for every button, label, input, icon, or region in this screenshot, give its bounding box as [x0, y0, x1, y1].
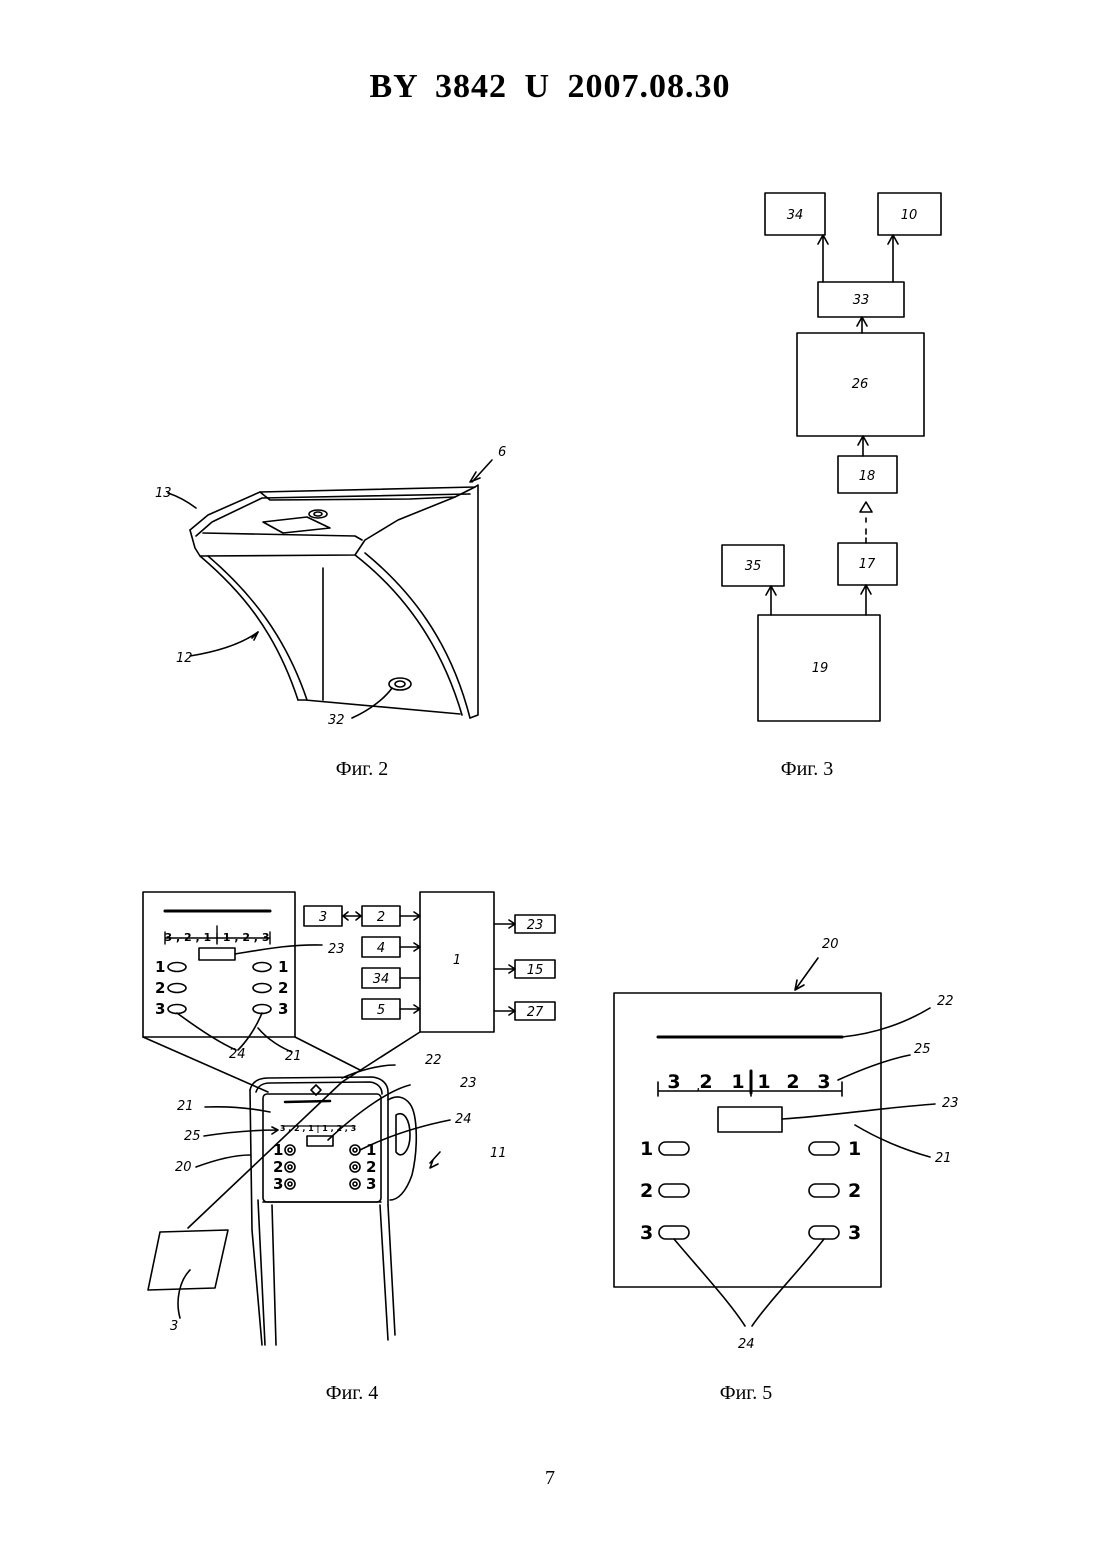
fig4-terminal-btn-2-left: 2: [273, 1158, 283, 1176]
fig4-terminal-btn-1-right: 1: [366, 1141, 376, 1159]
fig4-block-15: 15: [527, 963, 544, 978]
fig3-block-17: 17: [859, 557, 876, 572]
fig4-block-1: 1: [453, 953, 461, 968]
fig5-scale-3-right: 3: [817, 1071, 830, 1093]
fig4-label-23-panel: 23: [328, 942, 345, 957]
fig5-scale-2-left: 2: [699, 1071, 712, 1093]
fig5-label-24: 24: [738, 1337, 755, 1352]
fig4-terminal-btn-1-left: 1: [273, 1141, 283, 1159]
fig3-block-34: 34: [787, 208, 804, 223]
fig3-block-18: 18: [859, 469, 876, 484]
fig4-button-number-1-right: 1: [278, 958, 288, 976]
fig4-block-5: 5: [377, 1003, 385, 1018]
fig5-scale-1-right: 1: [757, 1071, 770, 1093]
fig4-terminal-btn-2-right: 2: [366, 1158, 376, 1176]
fig3-block-10: 10: [901, 208, 918, 223]
fig5-scale-2-right: 2: [786, 1071, 799, 1093]
fig2-caption: Фиг. 2: [262, 758, 462, 781]
fig4-label-20: 20: [175, 1160, 192, 1175]
fig5-drawing: [614, 958, 935, 1326]
fig2-drawing: [168, 460, 492, 718]
fig3-block-19: 19: [812, 661, 829, 676]
fig2-label-12: 12: [176, 651, 193, 666]
fig3-block-diagram: [722, 193, 941, 721]
fig4-label-24: 24: [455, 1112, 472, 1127]
fig5-button-number-2-left: 2: [640, 1180, 653, 1202]
fig5-label-25: 25: [914, 1042, 931, 1057]
fig5-scale-3-left: 3: [667, 1071, 680, 1093]
fig4-label-23: 23: [460, 1076, 477, 1091]
page-number: 7: [0, 1467, 1100, 1490]
fig4-button-number-2-left: 2: [155, 979, 165, 997]
fig4-button-number-1-left: 1: [155, 958, 165, 976]
fig4-block-27: 27: [527, 1005, 544, 1020]
fig5-label-20: 20: [822, 937, 839, 952]
fig4-drawing: [143, 892, 555, 1345]
fig5-scale-tick: ,: [696, 1078, 700, 1094]
fig3-block-26: 26: [852, 377, 869, 392]
fig3-block-33: 33: [853, 293, 870, 308]
fig4-label-3: 3: [170, 1319, 178, 1334]
fig5-button-number-2-right: 2: [848, 1180, 861, 1202]
fig5-label-22: 22: [937, 994, 954, 1009]
fig4-terminal-scale: 3 , 2 , 1 | 1 , 2 , 3: [280, 1124, 356, 1133]
fig5-label-23: 23: [942, 1096, 959, 1111]
fig4-terminal-btn-3-left: 3: [273, 1175, 283, 1193]
fig5-button-number-3-right: 3: [848, 1222, 861, 1244]
fig5-label-21: 21: [935, 1151, 952, 1166]
fig2-label-13: 13: [155, 486, 172, 501]
fig3-caption: Фиг. 3: [707, 758, 907, 781]
fig4-block-4: 4: [377, 941, 385, 956]
fig4-label-11: 11: [490, 1146, 507, 1161]
fig4-label-21: 21: [177, 1099, 194, 1114]
fig5-scale-1-left: 1: [731, 1071, 744, 1093]
fig4-label-22: 22: [425, 1053, 442, 1068]
fig4-block-23: 23: [527, 918, 544, 933]
fig4-block-2: 2: [377, 910, 385, 925]
fig4-button-number-2-right: 2: [278, 979, 288, 997]
fig5-caption: Фиг. 5: [646, 1382, 846, 1405]
fig4-button-number-3-right: 3: [278, 1000, 288, 1018]
fig4-caption: Фиг. 4: [252, 1382, 452, 1405]
fig3-block-35: 35: [745, 559, 762, 574]
fig4-block-3: 3: [319, 910, 327, 925]
fig4-label-25: 25: [184, 1129, 201, 1144]
fig5-button-number-1-right: 1: [848, 1138, 861, 1160]
fig4-button-number-3-left: 3: [155, 1000, 165, 1018]
fig2-label-6: 6: [498, 445, 506, 460]
fig5-button-number-3-left: 3: [640, 1222, 653, 1244]
fig4-label-24-panel: 24: [229, 1047, 246, 1062]
fig4-panel-scale: 3 , 2 , 1 | 1 , 2 , 3: [165, 931, 270, 944]
fig4-block-34: 34: [373, 972, 390, 987]
fig4-terminal-btn-3-right: 3: [366, 1175, 376, 1193]
fig2-label-32: 32: [328, 713, 345, 728]
fig4-label-21-panel: 21: [285, 1049, 302, 1064]
fig5-button-number-1-left: 1: [640, 1138, 653, 1160]
